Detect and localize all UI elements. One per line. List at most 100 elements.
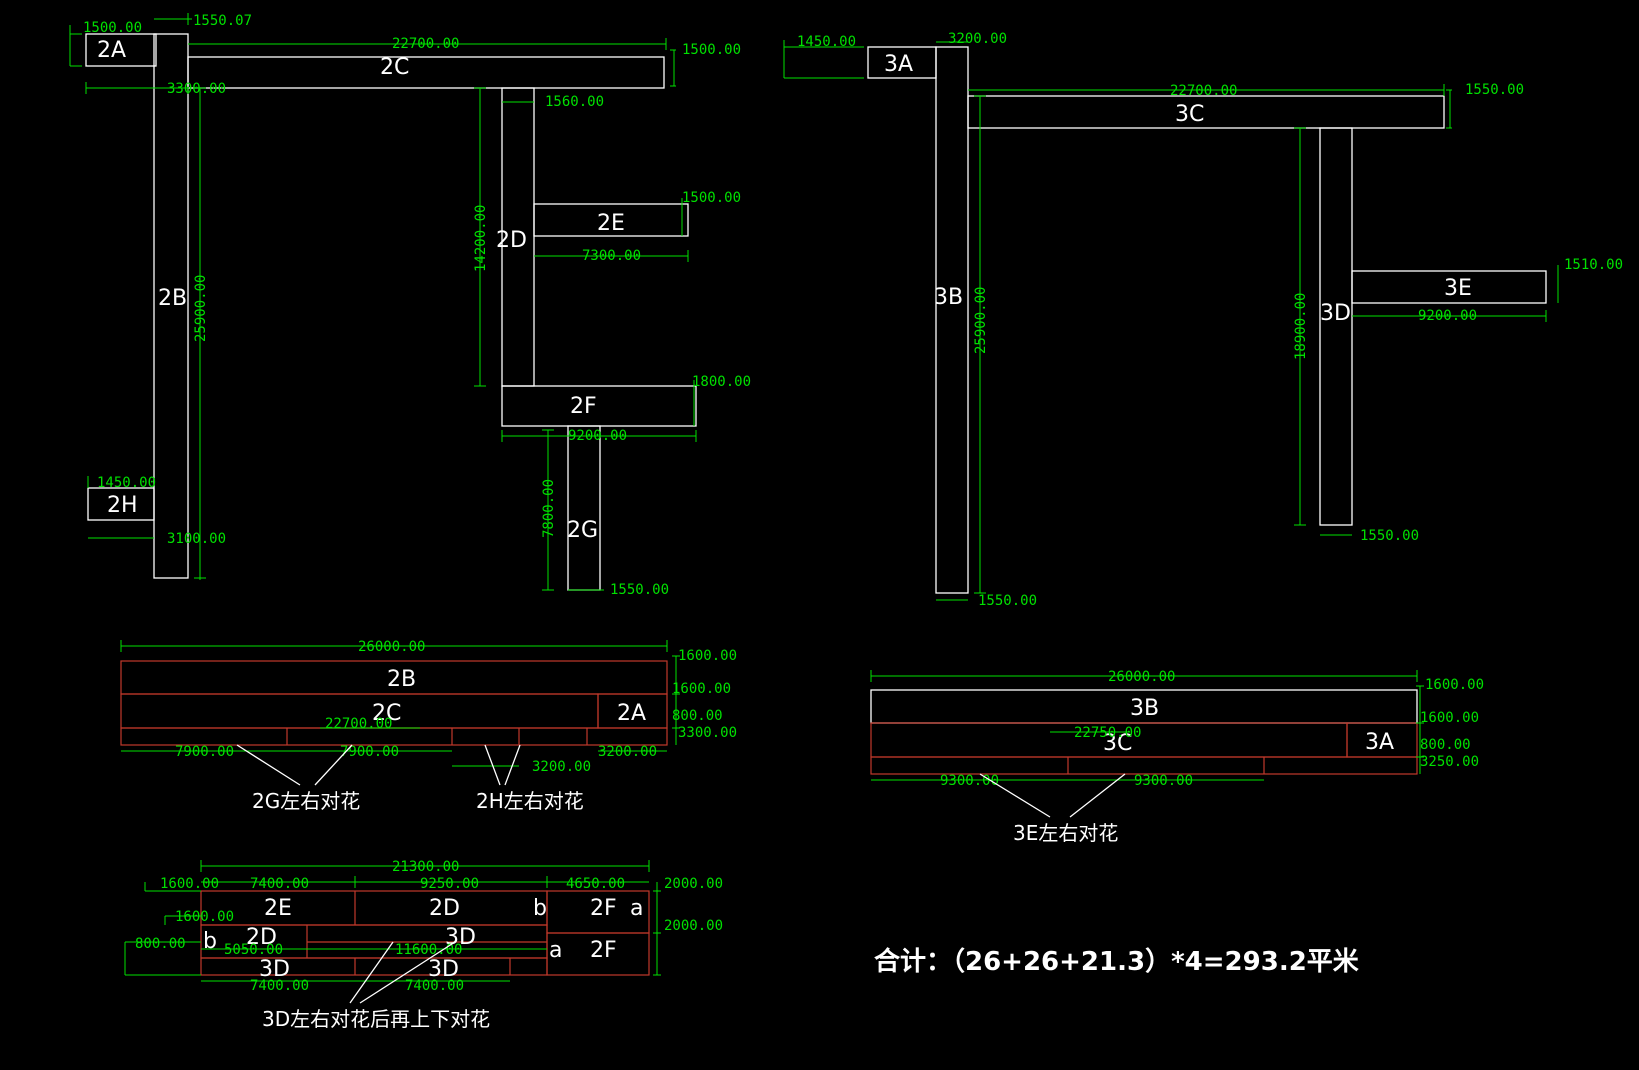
panel-3e (1351, 270, 1547, 304)
label-3e: 3E (1444, 276, 1472, 301)
note-2h: 2H左右对花 (476, 789, 584, 813)
label-3c: 3C (1175, 102, 1204, 127)
dim-2h-height: 1450.00 (97, 475, 156, 491)
panel-2c (187, 56, 665, 89)
dim-2f-length: 9200.00 (568, 428, 627, 444)
cut-dim-3c-length: 22750.00 (1074, 725, 1141, 741)
cut-label-2f-lower: 2F (590, 938, 617, 963)
cut-label-low-b-left: b (203, 929, 217, 954)
dim-3b-length: 25900.00 (973, 287, 989, 354)
cut-label-3d-strip-1: 3D (259, 957, 290, 982)
dim-2f-height: 1800.00 (692, 374, 751, 390)
floor2-cut-layout: 2B 2C 2A 26000.00 1600.00 1600.00 800.00… (120, 639, 737, 813)
cut-dim-3-total-length: 26000.00 (1108, 669, 1175, 685)
label-3a: 3A (884, 52, 913, 77)
cut-dim-2g-strip-1: 7900.00 (175, 744, 234, 760)
note-3d: 3D左右对花后再上下对花 (262, 1007, 490, 1031)
note-2g: 2G左右对花 (252, 789, 360, 813)
panel-2e (533, 203, 689, 237)
dim-2g-width: 1550.00 (610, 582, 669, 598)
floor3-layout: 3A 3C 3B 3D 3E 1450.00 3200.00 22700.00 … (783, 31, 1623, 609)
dim-3d-width: 1550.00 (1360, 528, 1419, 544)
panel-3d (1319, 127, 1353, 526)
dim-3e-height: 1510.00 (1564, 257, 1623, 273)
panel-3c (967, 95, 1445, 129)
cut-dim-2b-height: 1600.00 (678, 648, 737, 664)
cut-dim-21300: 21300.00 (392, 859, 459, 875)
dim-3a-width: 3200.00 (948, 31, 1007, 47)
dim-2g-length: 7800.00 (541, 479, 557, 538)
label-2g: 2G (567, 518, 598, 543)
cut-dim-3c-height: 1600.00 (1420, 710, 1479, 726)
cut-dim-2c-height: 1600.00 (672, 681, 731, 697)
panel-2h (87, 487, 155, 521)
cut-dim-2e-length: 7400.00 (250, 876, 309, 892)
cut-dim-2f-upper-height: 2000.00 (664, 876, 723, 892)
cut-dim-3d-strip-2-length: 7400.00 (405, 978, 464, 994)
dim-2c-height: 1500.00 (682, 42, 741, 58)
total-area: 合计：（26+26+21.3）*4=293.2平米 (874, 946, 1359, 977)
cut-label-low-a-upper: a (630, 896, 643, 921)
dim-2d-width: 1560.00 (545, 94, 604, 110)
cut-label-3b: 3B (1130, 696, 1159, 721)
dim-3e-length: 9200.00 (1418, 308, 1477, 324)
label-3b: 3B (934, 285, 963, 310)
cut-row-2e-2d (200, 890, 548, 926)
dim-2b-length: 25900.00 (193, 275, 209, 342)
dim-2c-length: 22700.00 (392, 36, 459, 52)
floor23-cut-layout: 2E 2D b 2F a 2F a b 2D 3D 3D 3D 21300.00… (124, 859, 723, 1031)
cut-dim-2f-width: 4650.00 (566, 876, 625, 892)
cut-row-strips (120, 727, 668, 746)
cut-dim-3e-strip-2: 9300.00 (1134, 773, 1193, 789)
cut-dim-2d-lower-length: 5050.00 (224, 942, 283, 958)
cut-label-2a: 2A (617, 701, 646, 726)
cut-dim-3d-strip-height: 800.00 (135, 936, 186, 952)
cut-label-low-b-right: b (533, 896, 547, 921)
cut-dim-2a-strip: 3200.00 (598, 744, 657, 760)
dim-2a-height: 1500.00 (83, 20, 142, 36)
cut-label-2d-lower: 2D (246, 925, 277, 950)
dim-2e-height: 1500.00 (682, 190, 741, 206)
panel-3b (935, 46, 969, 594)
cut-label-2d-upper: 2D (429, 896, 460, 921)
label-2c: 2C (380, 55, 409, 80)
dim-2b-width: 1550.07 (193, 13, 252, 29)
cut-dim-2a-width: 3300.00 (678, 725, 737, 741)
note-3e: 3E左右对花 (1013, 821, 1118, 845)
cut-dim-3a-width: 3250.00 (1420, 754, 1479, 770)
cut-label-2f-upper: 2F (590, 896, 617, 921)
cut-dim-2e-height: 1600.00 (160, 876, 219, 892)
dim-3c-length: 22700.00 (1170, 83, 1237, 99)
dim-2a-width: 3300.00 (167, 81, 226, 97)
dim-3a-height: 1450.00 (797, 34, 856, 50)
cut-dim-2-total-length: 26000.00 (358, 639, 425, 655)
panel-2g (567, 425, 601, 591)
panel-2b (153, 33, 189, 579)
cut-dim-3b-height: 1600.00 (1425, 677, 1484, 693)
cut-dim-2d-length: 9250.00 (420, 876, 479, 892)
cut-dim-3d-strip-1-length: 7400.00 (250, 978, 309, 994)
dim-3d-length: 18900.00 (1293, 293, 1309, 360)
dim-3b-width: 1550.00 (978, 593, 1037, 609)
cut-row-3d-strips (200, 957, 548, 976)
cut-dim-2h-strip: 3200.00 (532, 759, 591, 775)
cut-dim-2c-length: 22700.00 (325, 716, 392, 732)
label-2b: 2B (158, 286, 187, 311)
cut-label-3c: 3C (1103, 731, 1132, 756)
dim-2h-width: 3100.00 (167, 531, 226, 547)
cut-label-2b: 2B (387, 667, 416, 692)
cut-dim-3-strip-height: 800.00 (1420, 737, 1471, 753)
cut-label-2e: 2E (264, 896, 292, 921)
cut-dim-2f-lower-height: 2000.00 (664, 918, 723, 934)
dim-2d-length: 14200.00 (473, 205, 489, 272)
label-2e: 2E (597, 211, 625, 236)
cut-dim-3d-long-length: 11600.00 (395, 942, 462, 958)
label-2a: 2A (97, 38, 126, 63)
cut-dim-2d-height: 1600.00 (175, 909, 234, 925)
cut-label-low-a-lower: a (549, 938, 562, 963)
floor2-layout: 2A 2C 2B 2D 2E 2F 2G 2H 1500.00 1550.07 … (69, 13, 751, 598)
cut-row-3-strips (870, 756, 1418, 775)
panel-2f (501, 385, 697, 427)
label-2f: 2F (570, 394, 597, 419)
